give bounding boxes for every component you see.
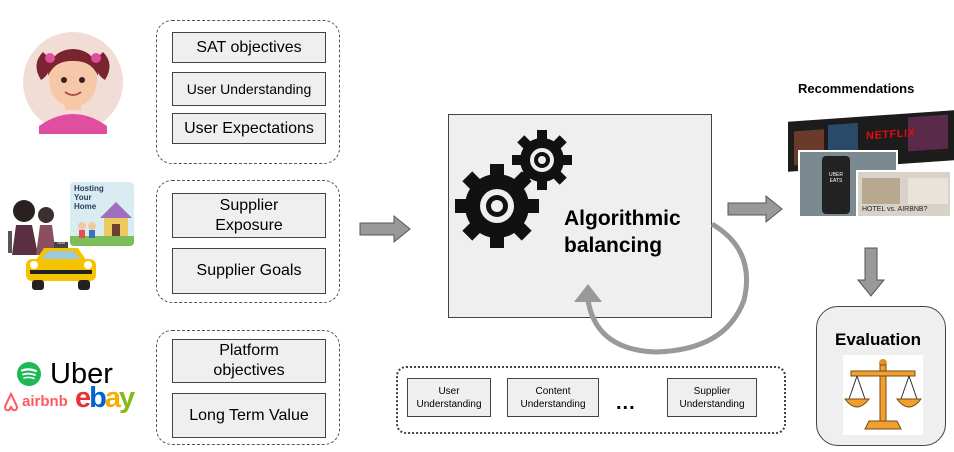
- arrow-to-balancing-icon: [359, 214, 411, 244]
- arrow-to-recommendations-icon: [727, 194, 783, 224]
- evaluation-title: Evaluation: [835, 330, 921, 349]
- ellipsis: ...: [616, 392, 636, 414]
- taxi-sign: TAXI: [56, 240, 66, 245]
- long-term-value-box: Long Term Value: [172, 393, 326, 438]
- supplier-people-icon: [8, 200, 56, 255]
- platform-objectives-box: Platform objectives: [172, 339, 326, 383]
- airbnb-logo: airbnb: [22, 393, 68, 410]
- hosting-poster-text: Hosting Your Home: [74, 184, 104, 211]
- user-objectives-group: [156, 20, 340, 164]
- spotify-logo-icon: [17, 362, 41, 386]
- hotel-vs-airbnb-label: HOTEL vs. AIRBNB?: [862, 206, 928, 213]
- ebay-logo: ebay: [75, 382, 135, 414]
- uber-eats-label: UBER EATS: [829, 172, 843, 184]
- understanding-group: [396, 366, 786, 434]
- content-understanding-small-box: Content Understanding: [507, 378, 599, 417]
- supplier-exposure-box: Supplier Exposure: [172, 193, 326, 238]
- airbnb-logo-icon: [3, 392, 19, 412]
- user-understanding-small-box: User Understanding: [407, 378, 491, 417]
- supplier-understanding-small-box: Supplier Understanding: [667, 378, 757, 417]
- hosting-poster: Hosting Your Home: [70, 182, 134, 246]
- scale-icon: [843, 355, 923, 435]
- algorithmic-balancing-title: Algorithmic balancing: [564, 207, 681, 257]
- platform-objectives-group: [156, 330, 340, 445]
- sat-objectives-box: SAT objectives: [172, 32, 326, 63]
- taxi-icon: [26, 242, 96, 290]
- user-expectations-box: User Expectations: [172, 113, 326, 144]
- recommendations-title: Recommendations: [798, 81, 915, 96]
- supplier-goals-box: Supplier Goals: [172, 248, 326, 294]
- recommendations-collage: NETFLIX UBER EATS HOTEL vs. AIRBNB?: [788, 110, 954, 220]
- girl-avatar-icon: [23, 32, 123, 134]
- uber-logo: Uber: [50, 358, 113, 390]
- user-understanding-box: User Understanding: [172, 72, 326, 106]
- arrow-to-evaluation-icon: [856, 247, 886, 297]
- loop-arrow-icon: [574, 221, 750, 355]
- supplier-objectives-group: [156, 180, 340, 303]
- gears-icon: [455, 130, 572, 248]
